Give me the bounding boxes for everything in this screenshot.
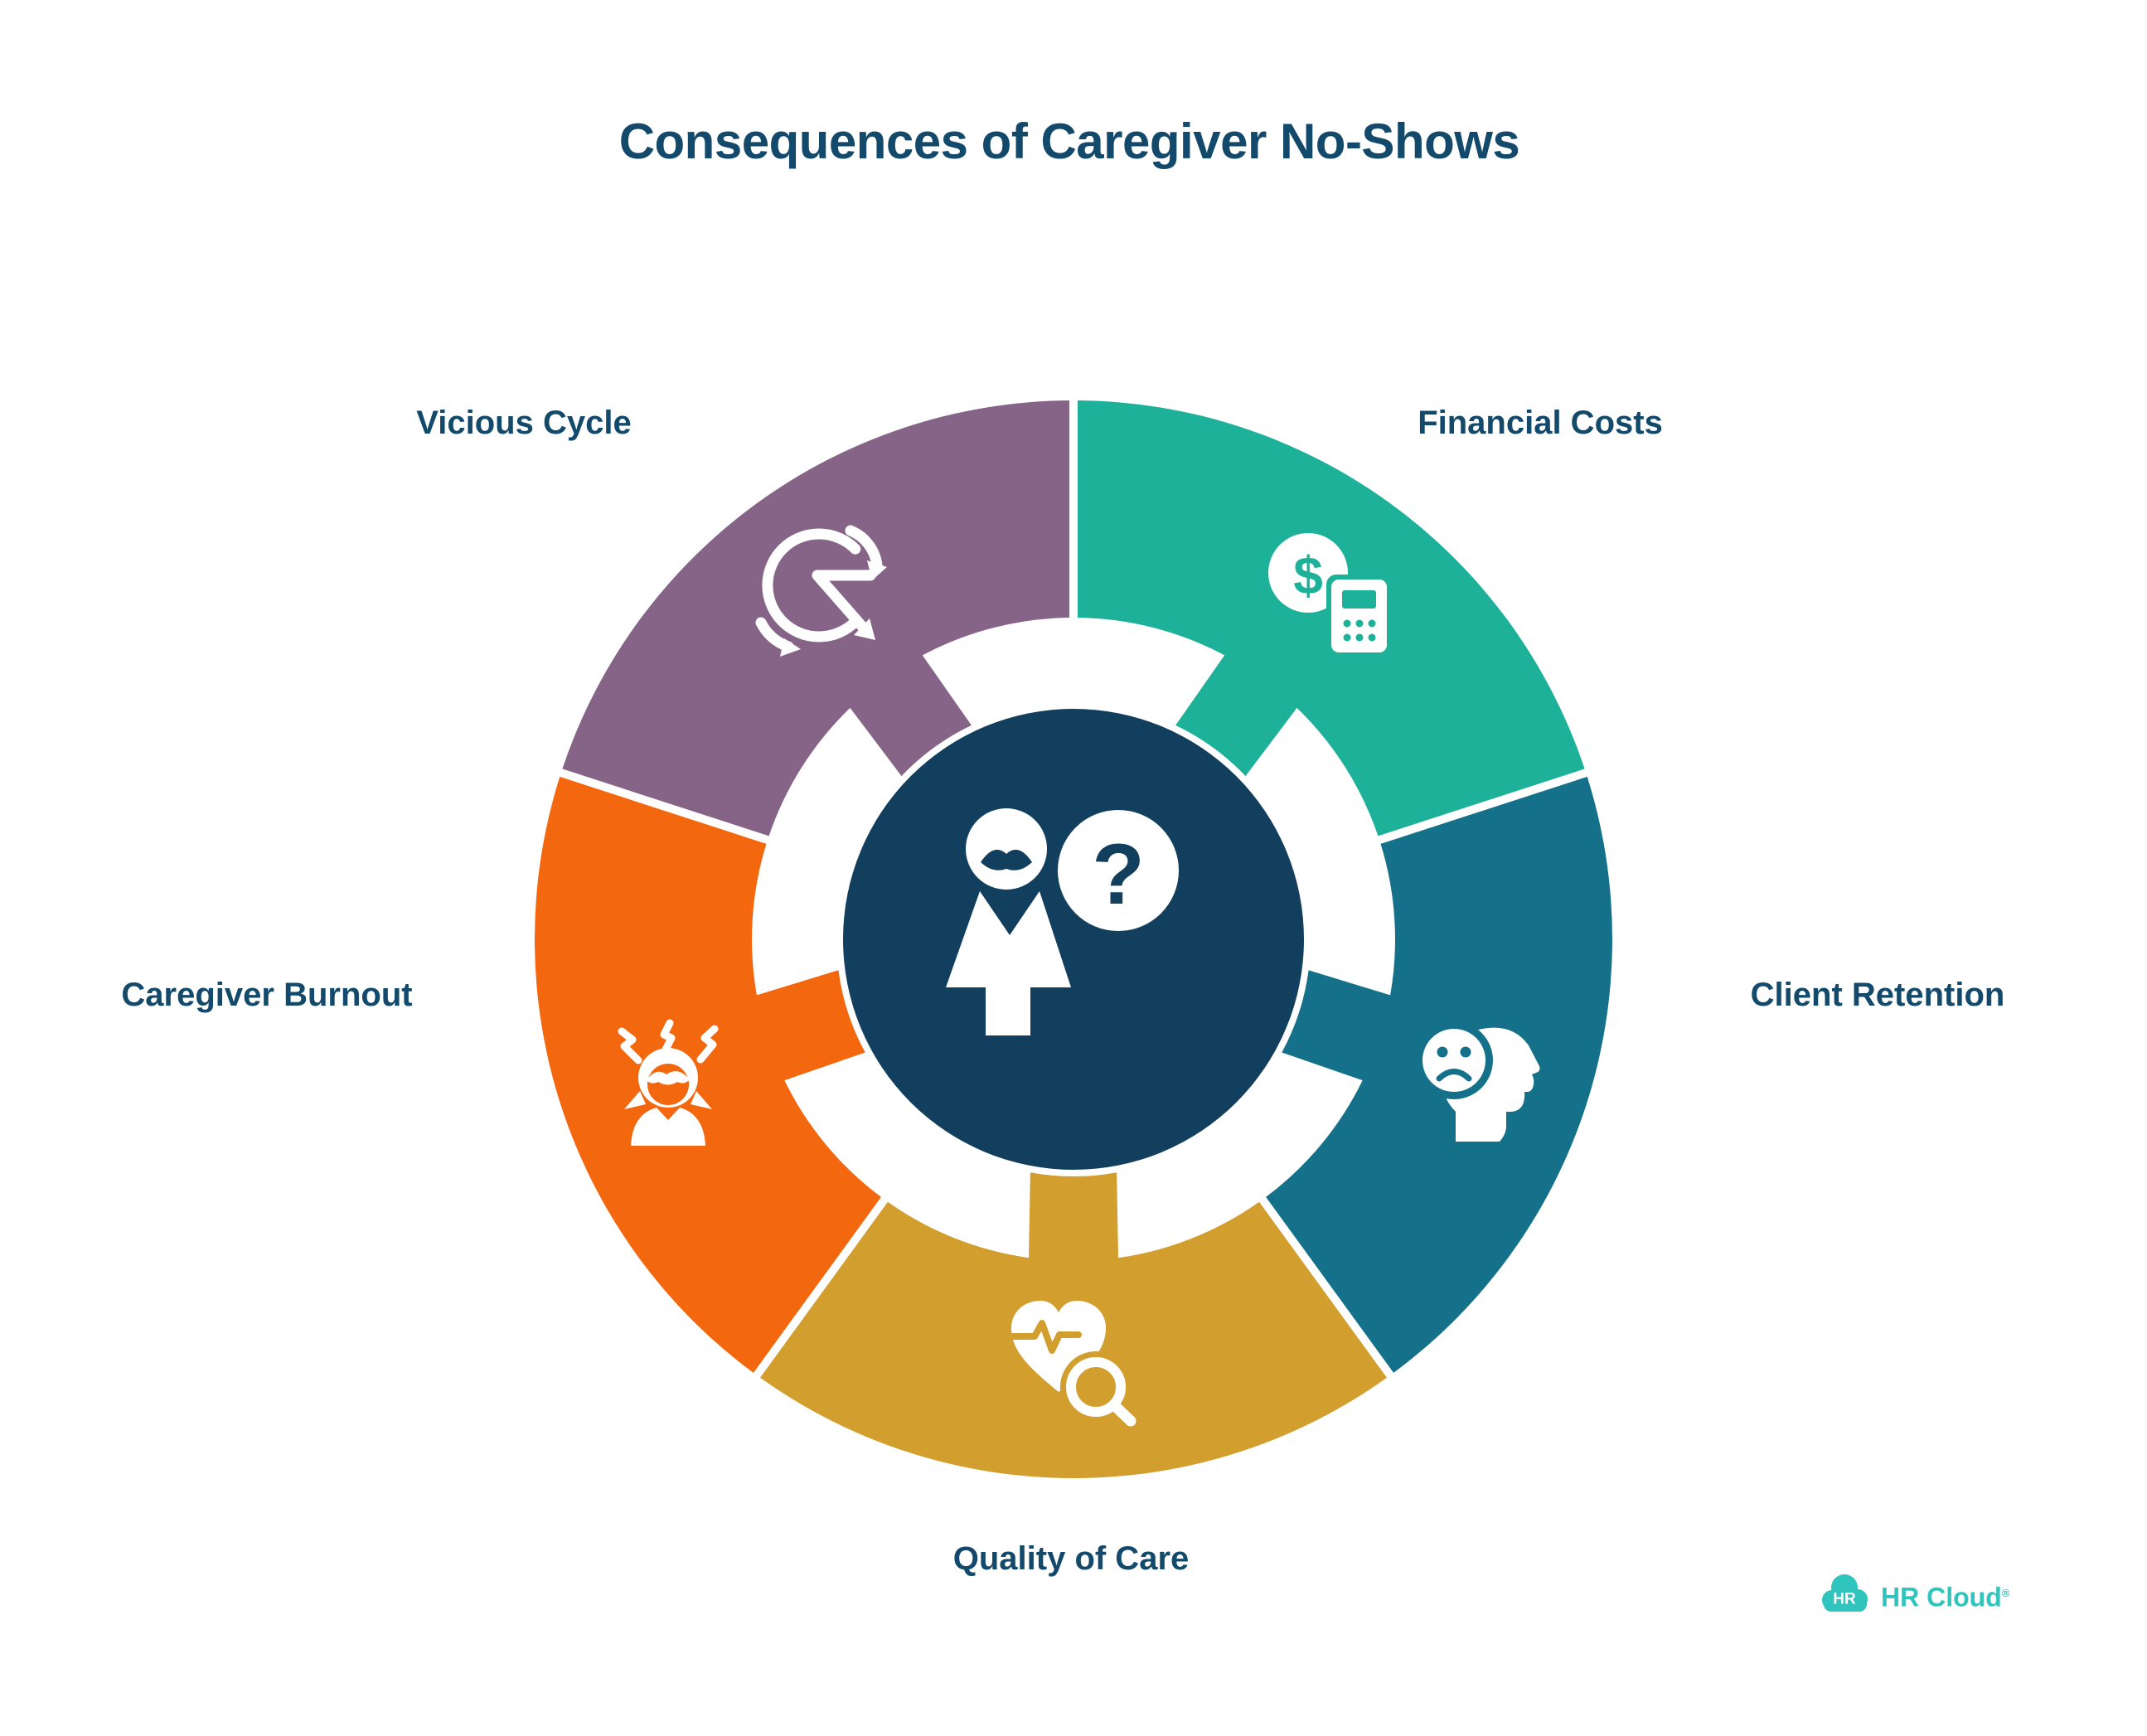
question-bubble	[1058, 810, 1179, 931]
caregiver-hair	[981, 849, 1032, 870]
hr-cloud-icon: HR	[1822, 1574, 1868, 1612]
calculator-screen	[1342, 590, 1376, 609]
dollar-sign: $	[1293, 546, 1323, 605]
label-client-retention: Client Retention	[1750, 977, 2005, 1013]
cycle-arrowhead-2	[867, 560, 887, 580]
person-shoulders	[631, 1108, 705, 1146]
pulse-line	[1010, 1320, 1082, 1354]
cycle-arrowhead-3	[780, 638, 801, 657]
hair-flick-right	[691, 1091, 712, 1109]
page-title: Consequences of Caregiver No-Shows	[618, 114, 1520, 169]
question-mark: ?	[1092, 827, 1145, 923]
sad-client-head-icon	[1415, 1021, 1540, 1142]
caregiver-dress	[946, 891, 1071, 1035]
center-circle-group: ?	[843, 709, 1304, 1170]
segment-vicious-cycle	[562, 400, 1069, 836]
hair-flick-left	[624, 1091, 646, 1109]
label-financial-costs: Financial Costs	[1418, 405, 1663, 441]
segment-caregiver-burnout	[535, 776, 881, 1373]
sad-face-circle	[1422, 1029, 1485, 1092]
magnifier-handle	[1108, 1399, 1137, 1427]
cycle-arrows-icon	[755, 525, 887, 657]
label-caregiver-burnout: Caregiver Burnout	[121, 977, 413, 1013]
caregiver-question-icon: ?	[946, 803, 1185, 1035]
cycle-z-arrow	[812, 570, 876, 635]
sad-mouth	[1436, 1069, 1472, 1082]
label-quality-of-care: Quality of Care	[952, 1540, 1190, 1577]
cycle-main-arc	[762, 528, 861, 643]
stressed-person-icon	[618, 1019, 719, 1146]
cycle-arrowhead-1	[854, 618, 875, 640]
label-vicious-cycle: Vicious Cycle	[416, 405, 632, 441]
sad-eye-right	[1460, 1046, 1471, 1058]
magnifier-ring	[1066, 1357, 1126, 1417]
sad-eye-left	[1437, 1046, 1448, 1058]
cycle-top-arc	[845, 525, 883, 571]
dollar-calculator-icon: $	[1268, 533, 1392, 657]
hr-cloud-logo: HR HR Cloud®	[1820, 1572, 2009, 1619]
heart-pulse-magnifier-icon	[1010, 1301, 1141, 1432]
hr-cloud-wordmark: HR Cloud®	[1881, 1582, 2010, 1612]
registered-mark: ®	[2001, 1587, 2010, 1599]
hair-fringe	[647, 1071, 690, 1085]
stress-bolts	[618, 1019, 719, 1064]
hr-badge-text: HR	[1833, 1591, 1856, 1608]
calculator-keys	[1343, 619, 1376, 642]
caregiver-head	[966, 808, 1047, 890]
center-circle	[843, 709, 1304, 1170]
